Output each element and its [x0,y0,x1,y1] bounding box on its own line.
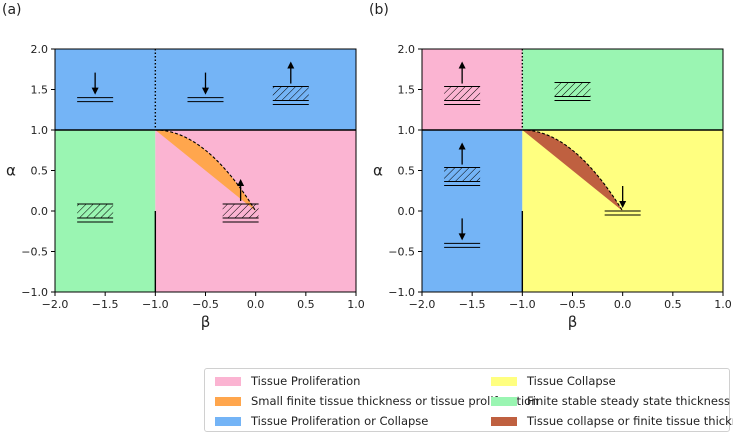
legend-swatch-finite-stable [491,396,517,406]
hatch-block [554,82,591,97]
panel-a-y-tick-label: −0.5 [21,246,48,259]
panel-a-y-tick-label: 1.0 [31,124,49,137]
panel-b-x-tick-label: 0.0 [614,298,632,311]
arrow-head-icon [287,61,295,69]
arrow-head-icon [458,233,466,241]
panel-b-glyph-up [444,142,481,187]
legend-swatch-proliferation-or-collapse [215,416,241,426]
panel-b-x-tick-label: −0.5 [559,298,586,311]
panel-a-glyph-down [77,72,114,103]
arrow-head-icon [458,61,466,69]
panel-a-region-proliferation-or-collapse [55,49,156,130]
legend-label-tissue-proliferation: Tissue Proliferation [251,374,361,388]
hatch-block [444,167,481,182]
chart-panel-a: −2.0 −1.5 −1.0 −0.5 0.0 0.5 1.0 −1.0 −0.5 0.0 0.5 1… [2,2,365,331]
hatch-block [272,86,309,101]
panel-b-x-tick-label: −1.0 [509,298,536,311]
panel-a-x-tick-label: −0.5 [192,298,219,311]
legend-label-small-finite: Small finite tissue thickness or tissue … [251,394,539,408]
arrow-head-icon [237,179,245,186]
panel-a-x-axis-label: β [201,313,211,331]
legend-swatch-collapse-or-finite [491,416,517,426]
legend-item-tissue-proliferation: Tissue Proliferation [215,374,360,388]
panel-a-x-tick-label: 0.0 [247,298,265,311]
panel-a-glyph-up [222,179,259,223]
legend-item-collapse-or-finite: Tissue collapse or finite tissue thickne… [491,414,733,428]
legend-item-proliferation-or-collapse: Tissue Proliferation or Collapse [215,414,428,428]
panel-a-region-proliferation-or-collapse [155,49,356,130]
panel-b-y-tick-label: 2.0 [398,43,416,56]
panel-b-region-proliferation-or-collapse [422,130,523,292]
panel-b-glyph-down [604,186,641,216]
panel-a-glyph-up [272,61,309,106]
panel-b-x-tick-label: 0.5 [664,298,682,311]
panel-a-x-tick-label: 1.0 [347,298,365,311]
panel-b-x-axis-label: β [568,313,578,331]
legend-label-proliferation-or-collapse: Tissue Proliferation or Collapse [251,414,429,428]
panel-b-y-tick-label: 0.0 [398,205,416,218]
panel-a-y-axis-label: α [6,162,16,180]
arrow-head-icon [91,87,99,95]
panel-b-y-axis-label: α [373,162,383,180]
panel-b-boundary-curve [522,129,624,212]
chart-panel-b: −2.0 −1.5 −1.0 −0.5 0.0 0.5 1.0 −1.0 −0.5 0.0 0.5 1… [369,2,732,331]
hatch-block [222,204,259,218]
legend-swatch-small-finite [215,396,241,406]
arrow-head-icon [458,142,466,150]
panel-b-glyph-down [444,218,481,248]
panel-b-y-tick-label: −0.5 [388,246,415,259]
legend-swatch-tissue-proliferation [215,376,241,386]
legend-label-collapse-or-finite: Tissue collapse or finite tissue thickne… [527,414,733,428]
panel-b-glyph-up [444,61,481,106]
panel-a-y-tick-label: 1.5 [31,84,49,97]
panel-a-y-tick-label: 0.5 [31,165,49,178]
legend: Tissue Proliferation Small finite tissue… [204,368,733,432]
panel-a-boundary-curve [155,129,257,212]
hatch-block [77,204,114,218]
panel-b-y-tick-label: 1.0 [398,124,416,137]
panel-a-x-tick-label: 0.5 [297,298,315,311]
legend-item-small-finite: Small finite tissue thickness or tissue … [215,394,539,408]
legend-item-tissue-collapse: Tissue Collapse [491,374,616,388]
panel-b-region-finite-stable [522,49,723,130]
panel-b-x-tick-label: 1.0 [714,298,732,311]
panel-b-y-tick-label: −1.0 [388,286,415,299]
panel-b-x-tick-label: −1.5 [459,298,486,311]
panel-a-x-tick-label: −1.0 [142,298,169,311]
panel-a-y-tick-label: −1.0 [21,286,48,299]
panel-b-glyph-hatch [554,82,591,101]
panel-b-x-tick-label: −2.0 [409,298,436,311]
panel-a-y-tick-label: 0.0 [31,205,49,218]
figure: −2.0 −1.5 −1.0 −0.5 0.0 0.5 1.0 −1.0 −0.5 0.0 0.5 1… [2,2,732,331]
panel-a-panel-label: (a) [2,2,22,18]
panel-a-x-tick-label: −1.5 [92,298,119,311]
legend-label-tissue-collapse: Tissue Collapse [527,374,616,388]
panel-a-y-tick-label: 2.0 [31,43,49,56]
legend-item-finite-stable: Finite stable steady state thickness [491,394,730,408]
arrow-head-icon [619,201,627,208]
legend-swatch-tissue-collapse [491,376,517,386]
panel-b-y-tick-label: 1.5 [398,84,416,97]
panel-a-glyph-hatch [77,203,114,223]
panel-b-y-tick-label: 0.5 [398,165,416,178]
hatch-block [444,86,481,101]
panel-b-panel-label: (b) [369,2,389,18]
panel-a-x-tick-label: −2.0 [42,298,69,311]
arrow-head-icon [202,87,209,95]
panel-a-glyph-down [187,72,224,103]
legend-label-finite-stable: Finite stable steady state thickness [527,394,730,408]
